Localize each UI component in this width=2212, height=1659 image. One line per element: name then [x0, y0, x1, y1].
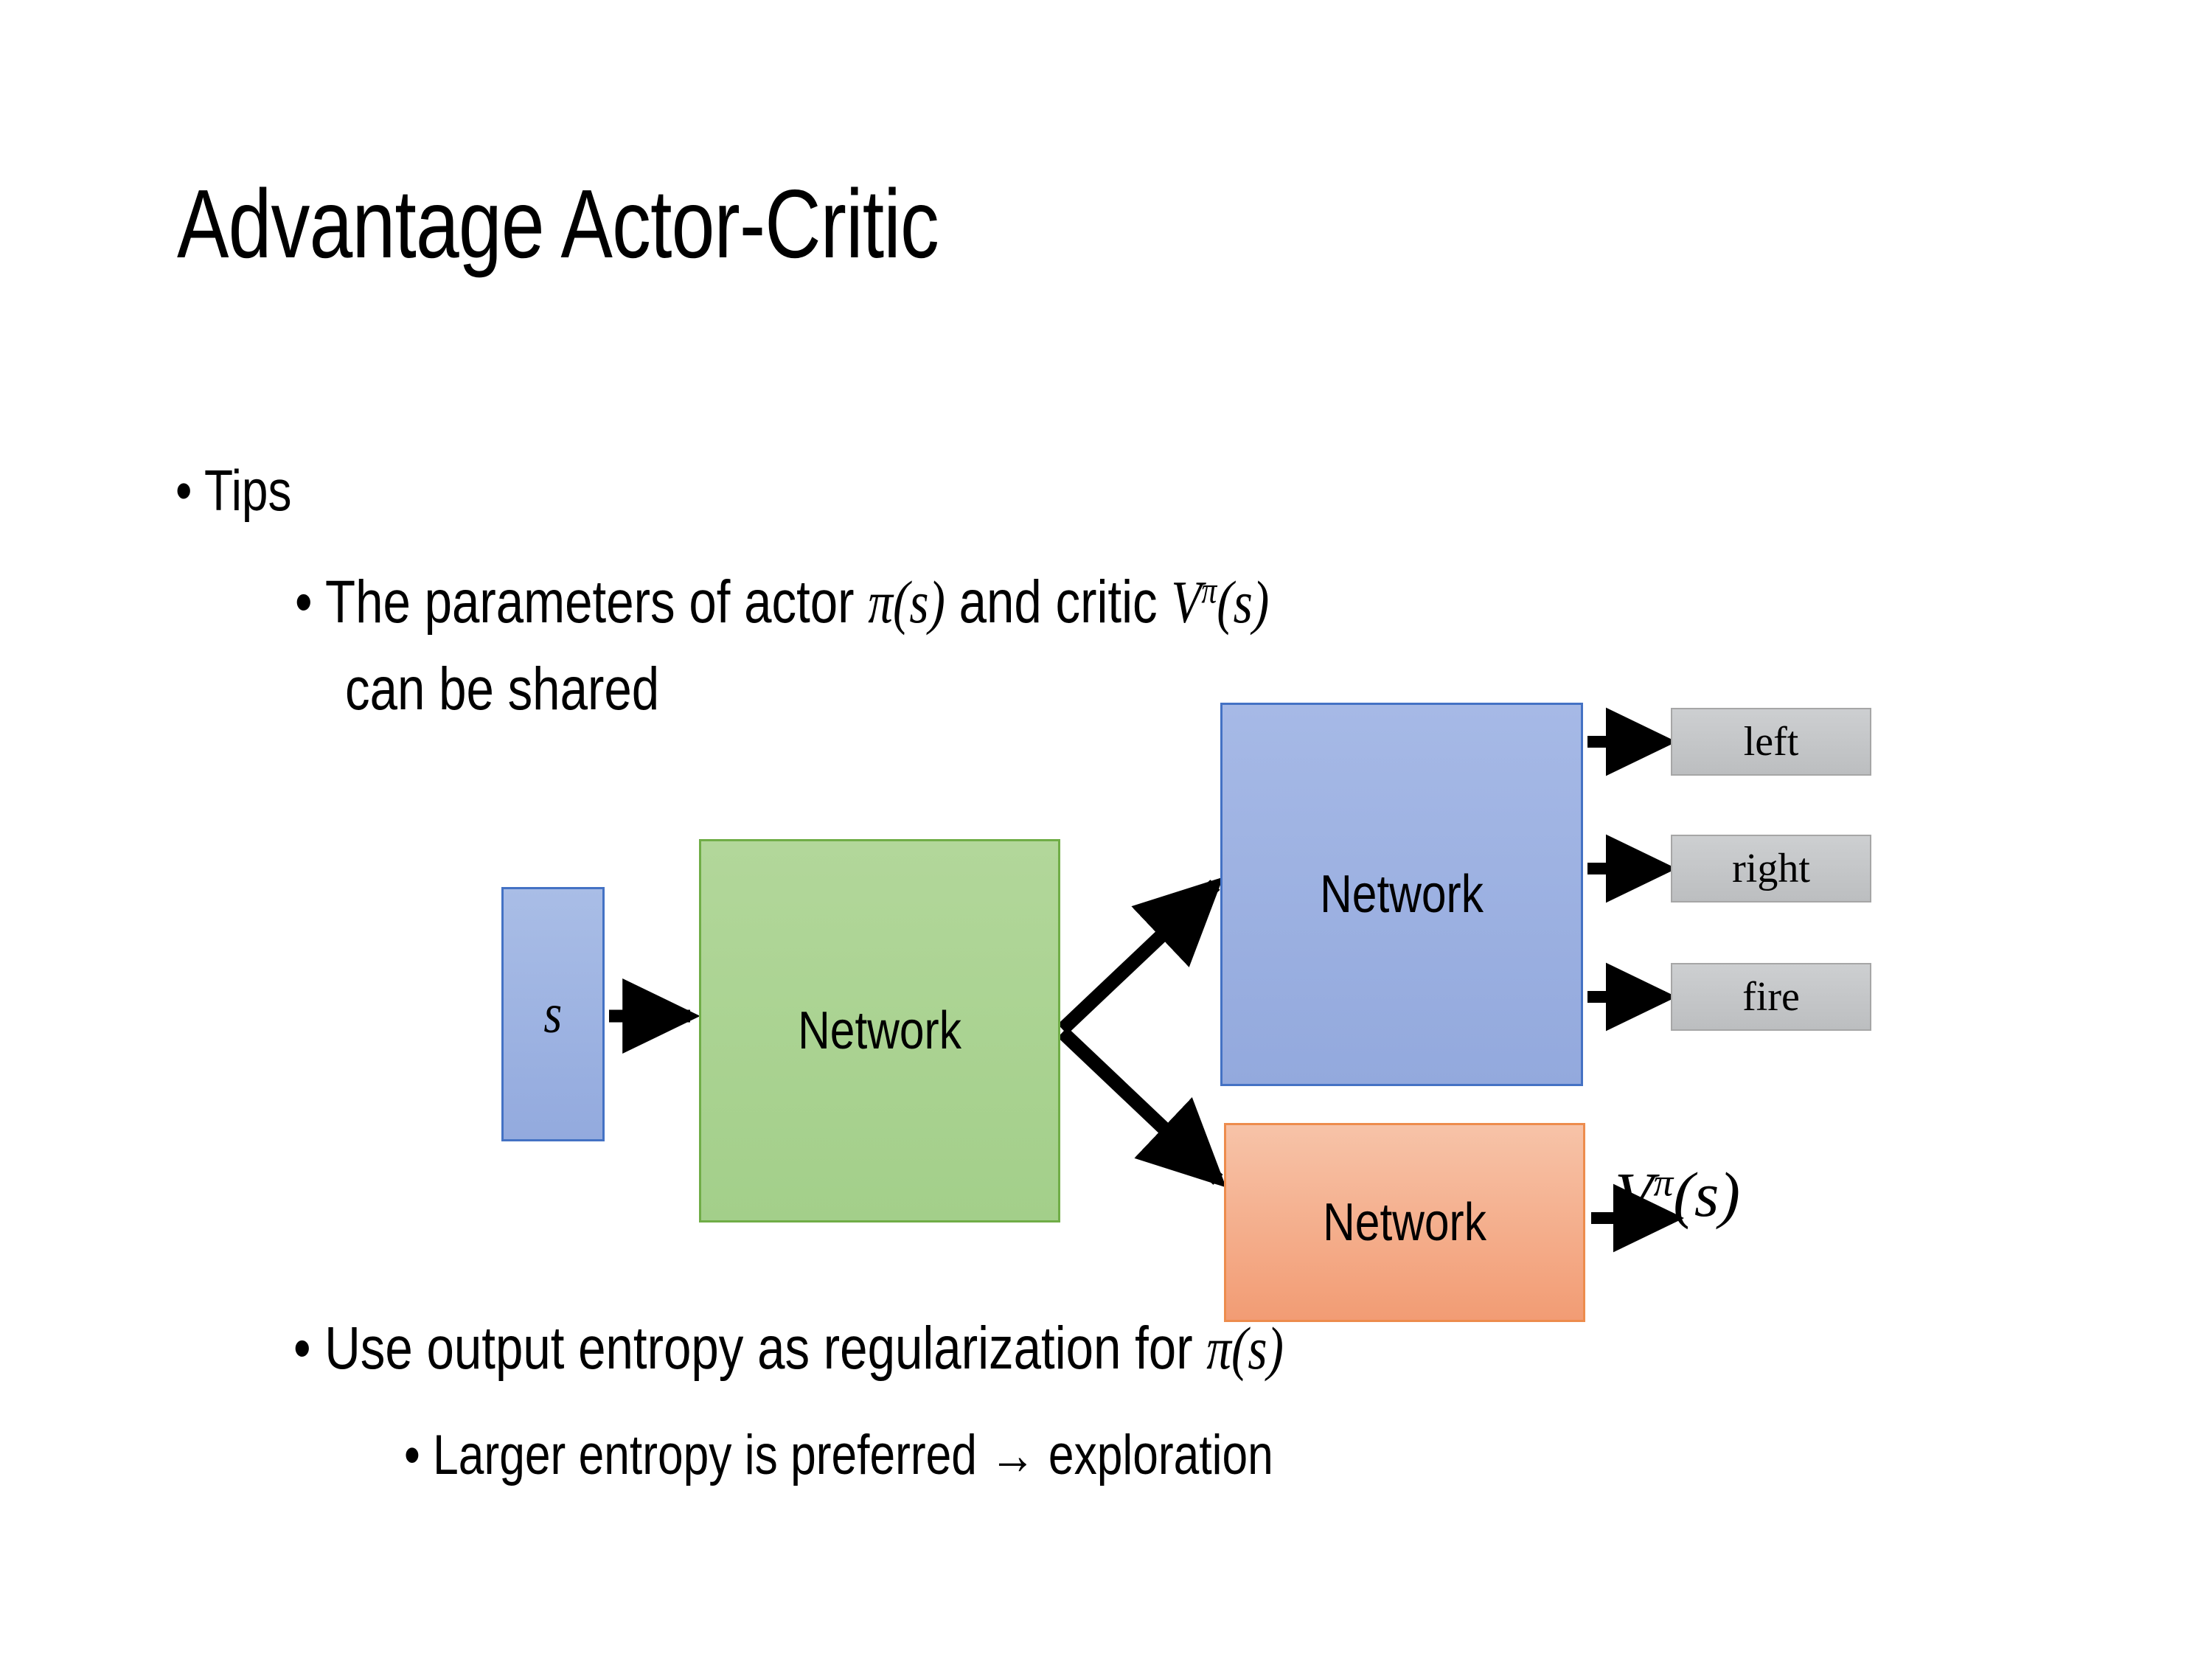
value-output-arg: (s) [1673, 1159, 1741, 1230]
math-actor-policy: π(s) [868, 568, 945, 636]
shared-network-label: Network [798, 1001, 961, 1060]
value-function-output: Vπ(s) [1615, 1158, 1740, 1231]
entropy-text: Use output entropy as regularization for [324, 1315, 1207, 1382]
action-output-left[interactable]: left [1671, 708, 1871, 776]
state-input-box[interactable]: s [501, 887, 605, 1141]
bullet-shared-parameters-line1: • The parameters of actor π(s) and criti… [295, 568, 1269, 637]
bullet-marker: • [175, 458, 192, 523]
critic-network-label: Network [1323, 1193, 1486, 1252]
math-critic-value-base: V [1171, 568, 1202, 636]
bullet-marker: • [404, 1424, 420, 1486]
shared-network-box[interactable]: Network [699, 839, 1060, 1222]
shared-params-line2-text: can be shared [345, 655, 660, 723]
actor-network-box[interactable]: Network [1220, 703, 1583, 1086]
action-output-right[interactable]: right [1671, 835, 1871, 902]
actor-network-label: Network [1320, 865, 1484, 924]
action-output-fire[interactable]: fire [1671, 963, 1871, 1031]
math-critic-value-superscript: π [1201, 569, 1217, 611]
value-output-base: V [1615, 1159, 1654, 1230]
arrow-shared-to-actor-network [1057, 877, 1224, 1034]
bullet-marker: • [293, 1315, 311, 1382]
value-output-superscript: π [1653, 1160, 1674, 1205]
action-output-right-label: right [1732, 846, 1810, 891]
critic-network-box[interactable]: Network [1224, 1123, 1585, 1322]
bullet-shared-parameters-line2: can be shared [345, 655, 659, 724]
shared-params-text-pre: The parameters of actor [325, 568, 869, 636]
larger-entropy-text: Larger entropy is preferred → exploratio… [433, 1424, 1273, 1486]
action-output-fire-label: fire [1742, 974, 1800, 1020]
bullet-marker: • [295, 568, 313, 636]
action-output-left-label: left [1743, 719, 1799, 765]
math-critic-value-arg: (s) [1217, 568, 1270, 636]
arrow-shared-to-critic-network [1057, 1027, 1227, 1188]
shared-params-text-mid: and critic [945, 568, 1172, 636]
bullet-tips-label: Tips [204, 458, 292, 523]
bullet-entropy-regularization: • Use output entropy as regularization f… [293, 1314, 1284, 1383]
bullet-tips: • Tips [175, 457, 291, 524]
math-policy-pi-s: π(s) [1206, 1315, 1284, 1382]
state-input-label: s [543, 983, 563, 1045]
bullet-larger-entropy: • Larger entropy is preferred → explorat… [404, 1423, 1273, 1487]
page-title: Advantage Actor-Critic [177, 170, 939, 278]
